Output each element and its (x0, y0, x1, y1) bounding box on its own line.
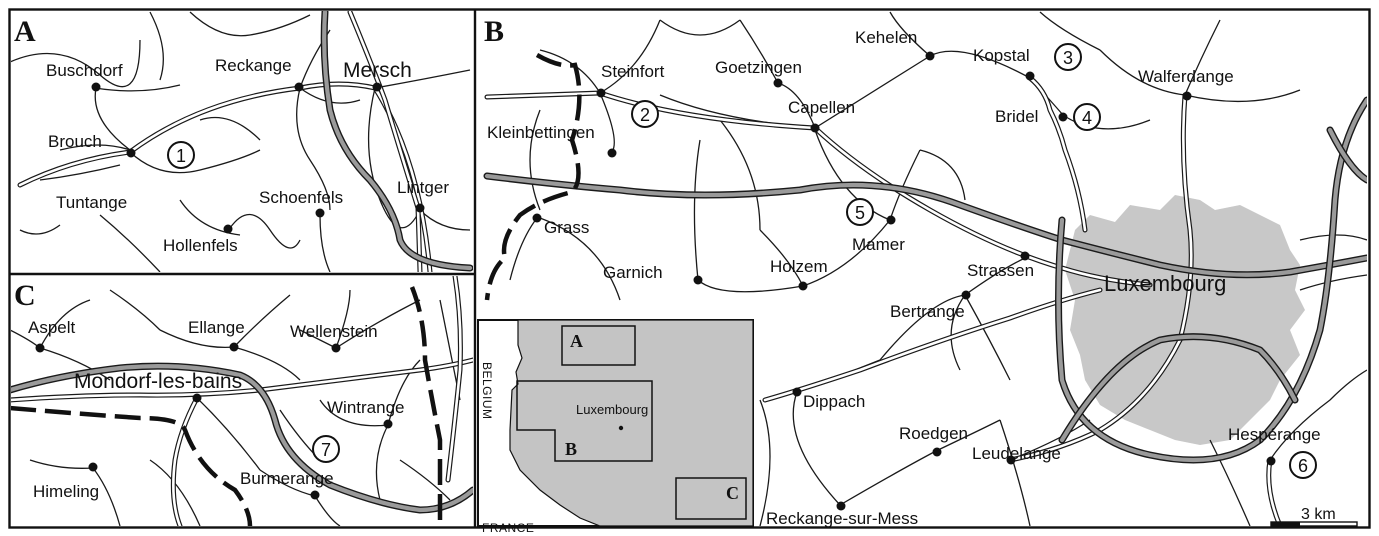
site-marker-2: 2 (631, 100, 659, 128)
place-hesperange: Hespérange (1228, 425, 1321, 444)
panel-label-a: A (14, 15, 36, 48)
inset-capital-label: Luxembourg (576, 402, 648, 417)
svg-text:6: 6 (1298, 456, 1308, 476)
place-capellen: Capellen (788, 98, 855, 117)
svg-text:3: 3 (1063, 48, 1073, 68)
panel-b-map (483, 11, 1367, 526)
luxembourg-country-shape (509, 319, 754, 527)
svg-text:2: 2 (640, 105, 650, 125)
site-marker-3: 3 (1054, 43, 1082, 71)
inset-map (477, 319, 754, 527)
place-grass: Grass (544, 218, 589, 237)
place-luxembourg: Luxembourg (1104, 271, 1226, 296)
inset-france-label: FRANCE (482, 521, 534, 535)
panel-label-c: C (14, 279, 36, 312)
place-mondorf-les-bains: Mondorf-les-bains (74, 370, 242, 393)
site-marker-6: 6 (1289, 451, 1317, 479)
place-kleinbettingen: Kleinbettingen (487, 123, 595, 142)
inset-label-c: C (726, 483, 739, 503)
place-burmerange: Burmerange (240, 469, 334, 488)
place-hollenfels: Hollenfels (163, 236, 238, 255)
svg-text:7: 7 (321, 440, 331, 460)
place-mamer: Mamer (852, 235, 905, 254)
panel-frames (8, 8, 1371, 529)
inset-box-b (516, 380, 653, 462)
place-buschdorf: Buschdorf (46, 61, 123, 80)
inset-label-b: B (565, 439, 577, 459)
place-wintrange: Wintrange (327, 398, 404, 417)
place-tuntange: Tuntange (56, 193, 127, 212)
place-reckange-sur-mess: Reckange-sur-Mess (766, 509, 918, 528)
place-aspelt: Aspelt (28, 318, 76, 337)
inset-label-a: A (570, 331, 583, 351)
inset-belgium-label: BELGIUM (480, 362, 494, 420)
inset-labels: A B C Luxembourg BELGIUM FRANCE (480, 331, 739, 535)
site-marker-7: 7 (312, 435, 340, 463)
place-kehelen: Kehelen (855, 28, 917, 47)
site-marker-1: 1 (167, 141, 195, 169)
place-bridel: Bridel (995, 107, 1038, 126)
panel-label-b: B (484, 15, 504, 48)
place-lintger: Lintger (397, 178, 449, 197)
scale-bar: 3 km (1270, 506, 1358, 527)
site-marker-5: 5 (846, 198, 874, 226)
place-reckange: Reckange (215, 56, 292, 75)
panel-a-places: Buschdorf Reckange Mersch Brouch Tuntang… (46, 56, 449, 255)
place-garnich: Garnich (603, 263, 663, 282)
place-strassen: Strassen (967, 261, 1034, 280)
place-mersch: Mersch (343, 59, 412, 82)
inset-box-a (561, 325, 636, 366)
place-dippach: Dippach (803, 392, 865, 411)
svg-text:4: 4 (1082, 108, 1092, 128)
place-roedgen: Roedgen (899, 424, 968, 443)
panel-b-places: Steinfort Goetzingen Kehelen Kopstal Wal… (487, 28, 1321, 528)
place-steinfort: Steinfort (601, 62, 665, 81)
inset-box-c (675, 477, 747, 520)
panel-c-map (11, 276, 473, 526)
svg-text:1: 1 (176, 146, 186, 166)
place-walferdange: Walferdange (1138, 67, 1234, 86)
place-schoenfels: Schoenfels (259, 188, 343, 207)
place-himeling: Himeling (33, 482, 99, 501)
place-kopstal: Kopstal (973, 46, 1030, 65)
place-holzem: Holzem (770, 257, 828, 276)
place-bertrange: Bertrange (890, 302, 965, 321)
place-ellange: Ellange (188, 318, 245, 337)
place-goetzingen: Goetzingen (715, 58, 802, 77)
scale-bar-label: 3 km (1301, 506, 1336, 523)
numbered-sites: 1 2 3 4 5 6 7 (167, 43, 1317, 479)
place-leudelange: Leudelange (972, 444, 1061, 463)
place-brouch: Brouch (48, 132, 102, 151)
panel-c-places: Aspelt Ellange Wellenstein Mondorf-les-b… (28, 318, 404, 501)
site-marker-4: 4 (1073, 103, 1101, 131)
place-wellenstein: Wellenstein (290, 322, 378, 341)
svg-text:5: 5 (855, 203, 865, 223)
